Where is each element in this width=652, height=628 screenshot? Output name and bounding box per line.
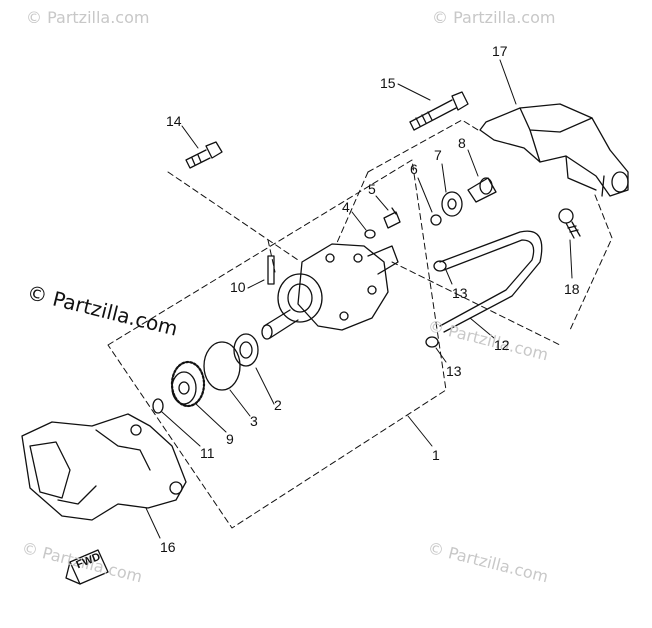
- callout-leader-lines: [145, 59, 573, 539]
- o-ring-part-3: [203, 341, 241, 391]
- callout-7: 7: [434, 147, 442, 163]
- pin-part-10: [267, 255, 275, 285]
- callout-10: 10: [230, 279, 246, 295]
- bracket-part-17: [479, 103, 629, 197]
- seal-part-2: [233, 333, 259, 367]
- housing-part-16: [21, 413, 187, 521]
- callout-13-lower: 13: [446, 363, 462, 379]
- callout-17: 17: [492, 43, 508, 59]
- watermark-top-left: © Partzilla.com: [26, 8, 150, 27]
- bolt-part-18: [558, 208, 581, 239]
- callout-8: 8: [458, 135, 466, 151]
- callout-2: 2: [274, 397, 282, 413]
- callout-5: 5: [368, 181, 376, 197]
- watermark-top-right: © Partzilla.com: [432, 8, 556, 27]
- hose-part-12: [425, 230, 543, 348]
- callout-13-upper: 13: [452, 285, 468, 301]
- callout-18: 18: [564, 281, 580, 297]
- bolt-part-15: [409, 91, 469, 131]
- callout-16: 16: [160, 539, 176, 555]
- callout-11: 11: [200, 445, 215, 461]
- callout-6: 6: [410, 161, 418, 177]
- bolt-part-14: [185, 141, 223, 169]
- callout-1: 1: [432, 447, 440, 463]
- callout-12: 12: [494, 337, 510, 353]
- fitting-parts-4-to-8: [364, 177, 497, 239]
- callout-4: 4: [342, 199, 350, 215]
- callout-14: 14: [166, 113, 182, 129]
- washer-part-11: [152, 398, 164, 414]
- callout-9: 9: [226, 431, 234, 447]
- callout-15: 15: [380, 75, 396, 91]
- gear-part-9: [170, 360, 206, 408]
- assembly-boundary-lines: [107, 119, 613, 529]
- callout-3: 3: [250, 413, 258, 429]
- oil-pump-body: [261, 243, 399, 340]
- forward-direction-marker: [65, 549, 109, 585]
